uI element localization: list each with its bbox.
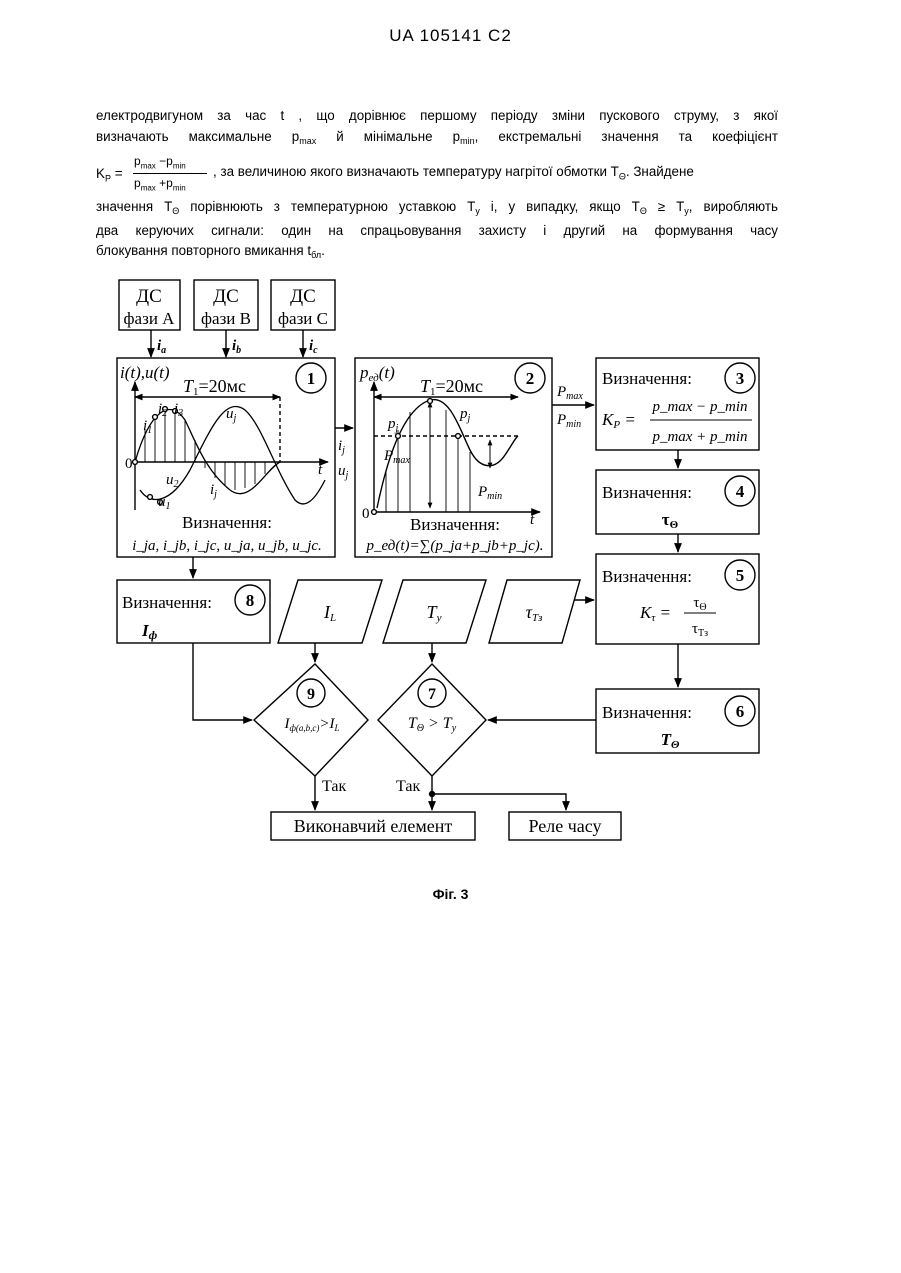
svg-text:Iф: Iф xyxy=(141,621,158,642)
svg-text:Pmin: Pmin xyxy=(556,412,581,430)
actuator-element: Виконавчий елемент xyxy=(271,812,475,840)
svg-text:TΘ: TΘ xyxy=(661,730,680,751)
svg-text:Виконавчий елемент: Виконавчий елемент xyxy=(294,816,453,836)
svg-text:i1: i1 xyxy=(143,418,152,436)
svg-text:Pmin: Pmin xyxy=(477,484,502,502)
svg-text:Визначення:: Визначення: xyxy=(602,483,692,502)
block-3-kp: 3 Визначення: KP = p_max − p_min p_max +… xyxy=(596,358,759,450)
svg-text:pj: pj xyxy=(387,416,399,434)
svg-text:Kτ =: Kτ = xyxy=(639,603,671,624)
svg-text:фази C: фази C xyxy=(278,309,328,328)
svg-text:ДС: ДС xyxy=(213,286,239,307)
svg-text:i2: i2 xyxy=(158,401,167,419)
yes-label-7: Так xyxy=(396,778,420,795)
block-8-current: 8 Визначення: Iф xyxy=(117,580,270,643)
svg-text:фази B: фази B xyxy=(201,309,251,328)
svg-text:Визначення:: Визначення: xyxy=(602,703,692,722)
svg-text:Pmax: Pmax xyxy=(556,384,583,402)
svg-text:pед(t): pед(t) xyxy=(359,363,395,384)
svg-text:0: 0 xyxy=(125,456,133,472)
svg-text:uj: uj xyxy=(226,406,237,424)
svg-text:5: 5 xyxy=(736,566,745,585)
svg-text:ij: ij xyxy=(338,438,345,456)
svg-text:p_max − p_min: p_max − p_min xyxy=(651,399,747,415)
svg-text:ДС: ДС xyxy=(136,286,162,307)
svg-text:0: 0 xyxy=(362,506,370,522)
input-tau-tz: τTз xyxy=(489,580,580,643)
svg-text:6: 6 xyxy=(736,702,745,721)
svg-text:t: t xyxy=(530,512,535,528)
svg-text:1: 1 xyxy=(307,369,316,388)
svg-text:ib: ib xyxy=(232,338,241,356)
svg-text:Tу: Tу xyxy=(427,602,442,624)
svg-text:ia: ia xyxy=(157,338,166,356)
flowchart-figure: ДС фази A ДС фази B ДС фази C ia ib ic 1… xyxy=(0,0,901,880)
block-4-tau: 4 Визначення: τΘ xyxy=(596,470,759,534)
svg-text:2: 2 xyxy=(526,369,535,388)
svg-text:τΘ: τΘ xyxy=(693,595,706,613)
svg-text:3: 3 xyxy=(736,369,745,388)
svg-text:t: t xyxy=(318,462,323,478)
svg-text:ic: ic xyxy=(309,338,318,356)
svg-text:τTз: τTз xyxy=(692,621,708,639)
time-relay: Реле часу xyxy=(509,812,621,840)
svg-text:KP =: KP = xyxy=(601,410,636,431)
svg-text:Визначення:: Визначення: xyxy=(122,593,212,612)
svg-text:uj: uj xyxy=(338,463,349,481)
svg-text:i3: i3 xyxy=(174,401,183,419)
svg-text:T1=20мс: T1=20мс xyxy=(420,376,483,398)
svg-text:ДС: ДС xyxy=(290,286,316,307)
svg-text:ij: ij xyxy=(210,482,217,500)
sensor-phase-b: ДС фази B xyxy=(194,280,258,330)
svg-text:T1=20мс: T1=20мс xyxy=(183,376,246,398)
svg-text:Визначення:: Визначення: xyxy=(410,515,500,534)
sensor-phase-a: ДС фази A xyxy=(119,280,180,330)
svg-text:τTз: τTз xyxy=(526,602,543,624)
svg-text:IL: IL xyxy=(323,602,336,624)
svg-text:Визначення:: Визначення: xyxy=(182,513,272,532)
sensor-phase-c: ДС фази C xyxy=(271,280,335,330)
svg-text:p_max + p_min: p_max + p_min xyxy=(651,429,747,445)
svg-text:i_ja, i_jb, i_jc, u_ja, u_jb,: i_ja, i_jb, i_jc, u_ja, u_jb, u_jc. xyxy=(132,538,322,554)
block-2-power: 2 pед(t) T1=20мс pj pj Pmax xyxy=(355,358,552,557)
block-6-t-theta: 6 Визначення: TΘ xyxy=(596,689,759,753)
svg-text:τΘ: τΘ xyxy=(662,510,679,531)
svg-text:8: 8 xyxy=(246,591,255,610)
svg-text:pj: pj xyxy=(459,406,471,424)
svg-text:4: 4 xyxy=(736,482,745,501)
svg-text:Реле часу: Реле часу xyxy=(528,816,601,836)
svg-text:i(t),u(t): i(t),u(t) xyxy=(120,363,170,382)
figure-caption: Фіг. 3 xyxy=(0,886,901,902)
svg-text:p_ед(t)=∑(p_ja+p_jb+p_jc).: p_ед(t)=∑(p_ja+p_jb+p_jc). xyxy=(366,538,544,554)
svg-text:7: 7 xyxy=(428,686,436,703)
input-ty: Tу xyxy=(383,580,486,643)
svg-text:u2: u2 xyxy=(166,472,179,490)
svg-text:9: 9 xyxy=(307,686,315,703)
svg-text:фази A: фази A xyxy=(124,309,176,328)
input-il: IL xyxy=(278,580,382,643)
svg-text:Визначення:: Визначення: xyxy=(602,369,692,388)
decision-9: 9 Iф(a,b,c)>IL xyxy=(254,664,368,776)
decision-7: 7 TΘ > Tу xyxy=(378,664,486,776)
svg-text:Iф(a,b,c)>IL: Iф(a,b,c)>IL xyxy=(283,716,339,733)
yes-label-9: Так xyxy=(322,778,346,795)
block-5-ktau: 5 Визначення: Kτ = τΘ τTз xyxy=(596,554,759,644)
svg-text:Pmax: Pmax xyxy=(383,448,410,466)
block-1-current-voltage: 1 i(t),u(t) T1=20мс 0 t xyxy=(117,358,335,557)
svg-text:TΘ > Tу: TΘ > Tу xyxy=(408,715,457,734)
svg-text:u1: u1 xyxy=(158,494,171,512)
svg-text:Визначення:: Визначення: xyxy=(602,567,692,586)
